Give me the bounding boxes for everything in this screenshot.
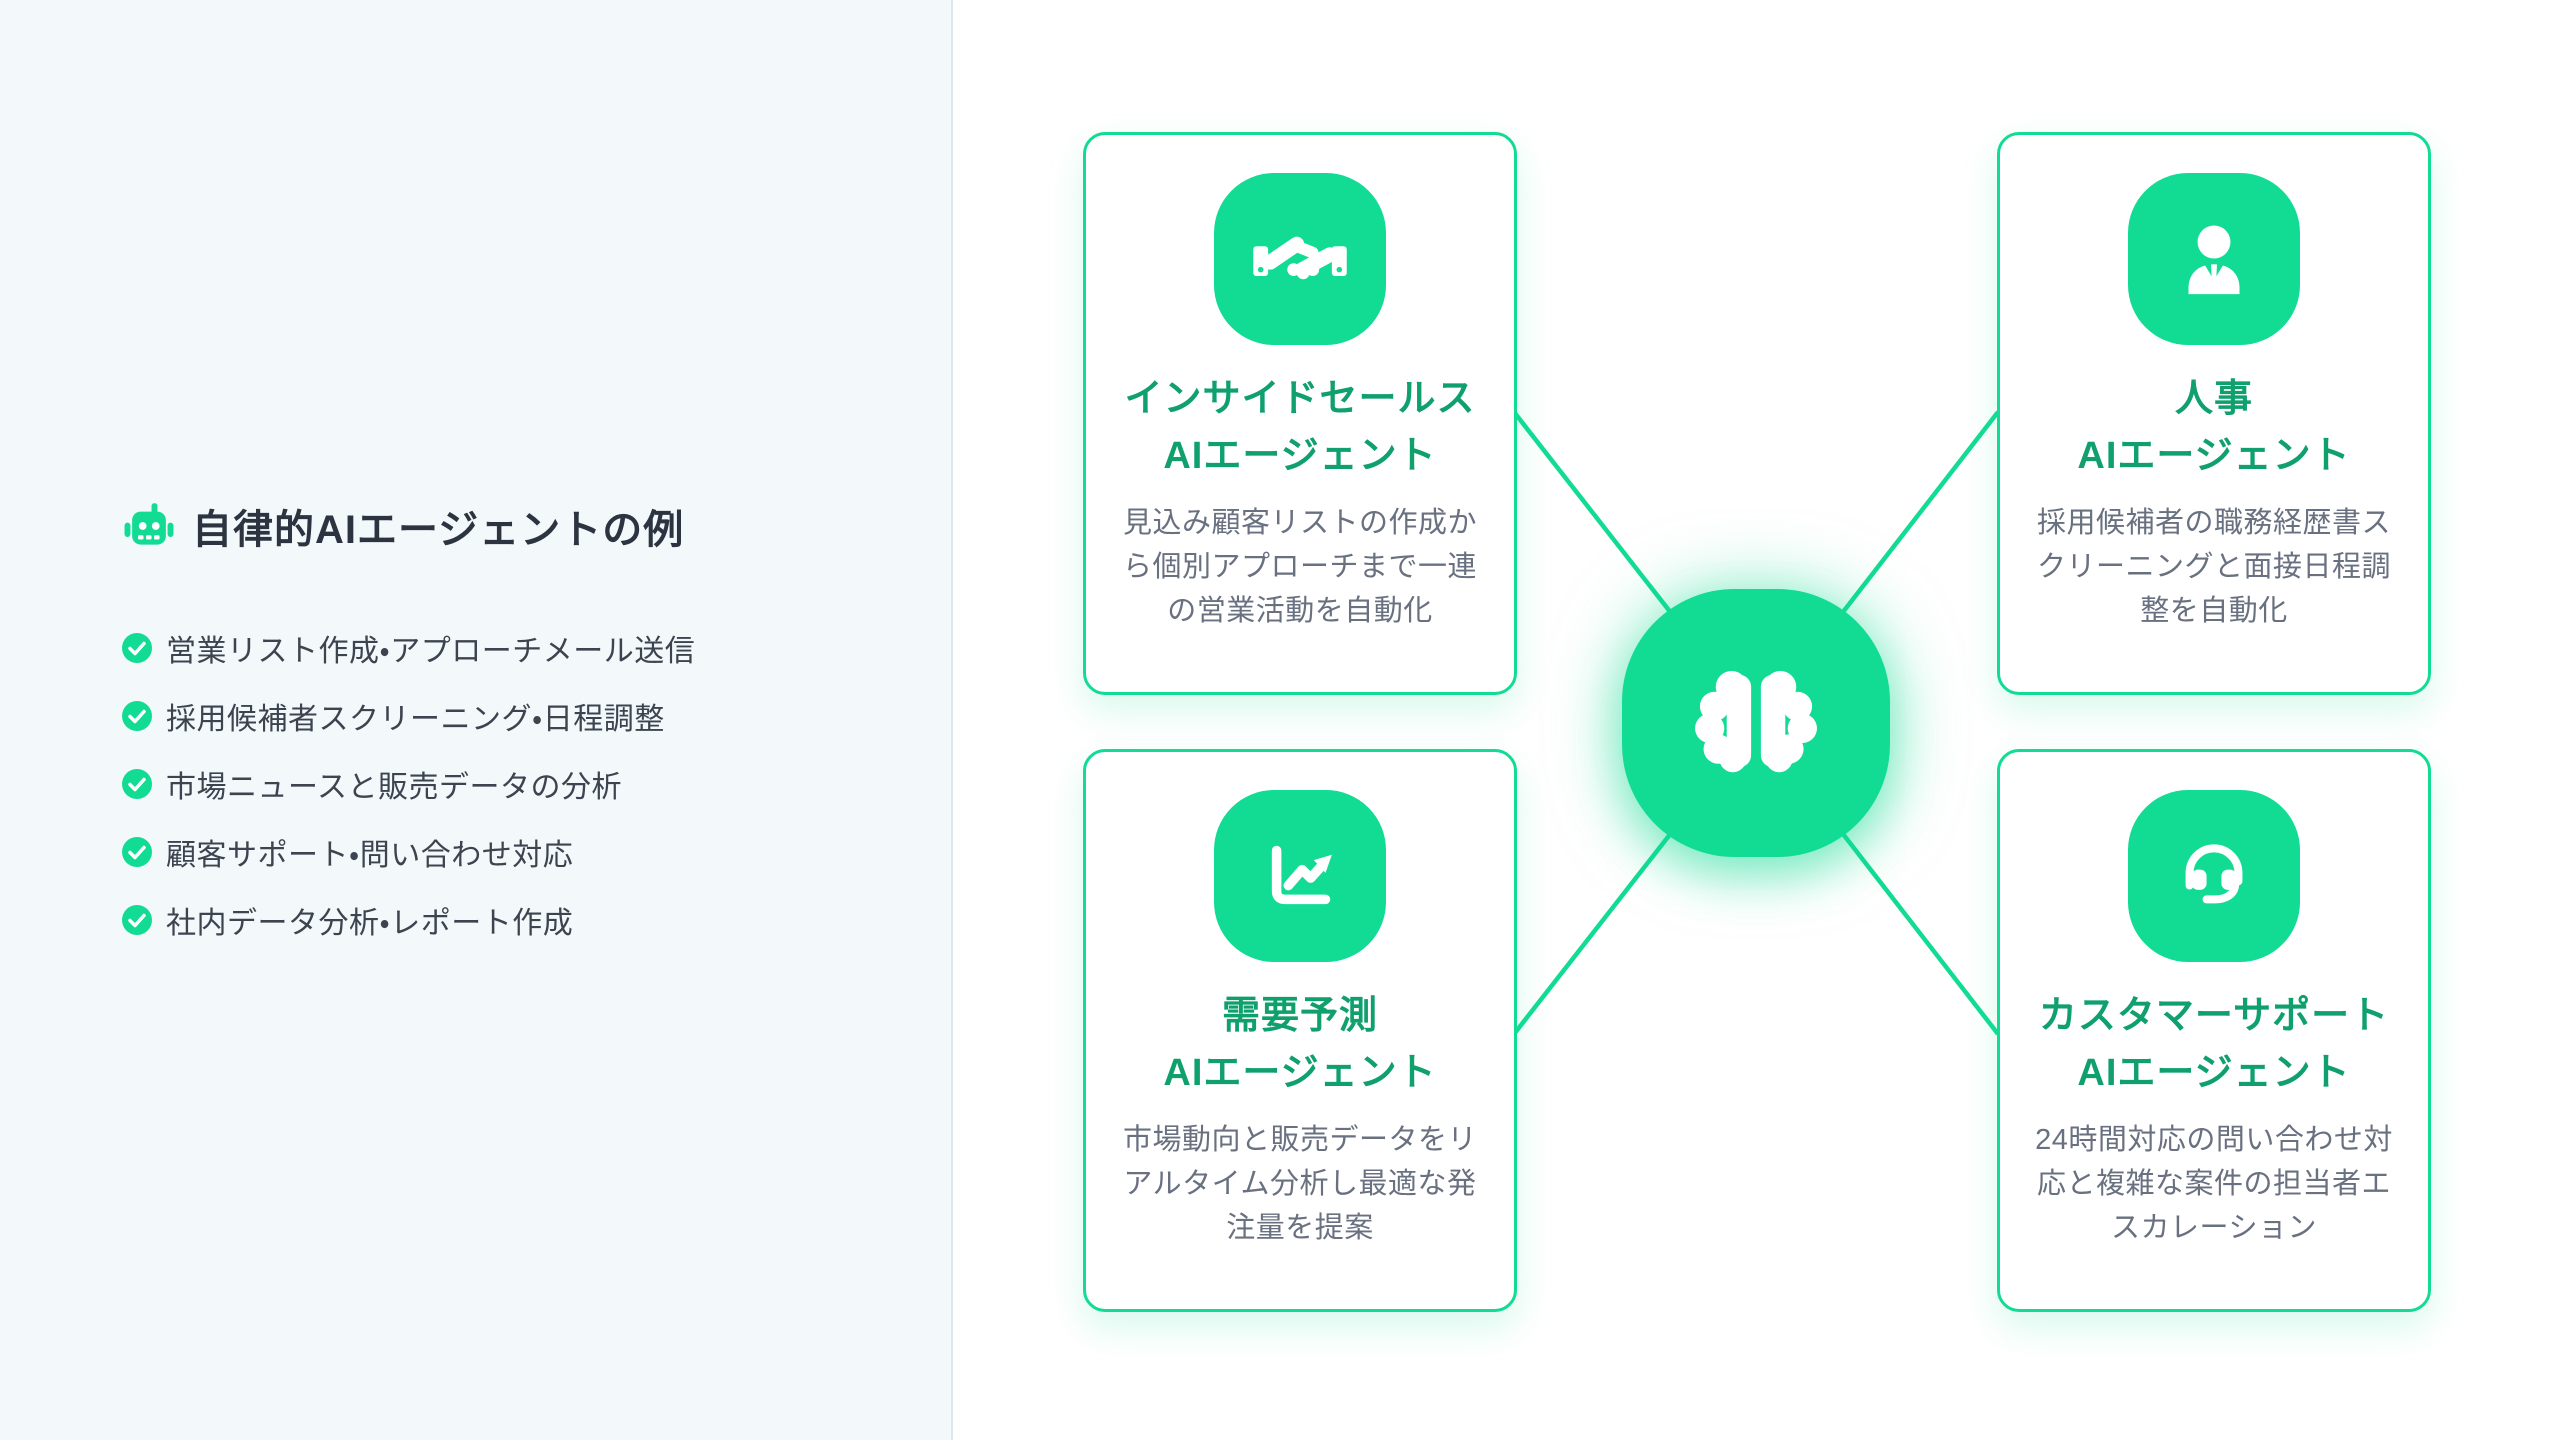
card-title-line2: AIエージェント bbox=[2077, 1052, 2351, 1094]
check-circle-icon bbox=[121, 836, 153, 868]
card-title: インサイドセールス AIエージェント bbox=[1124, 371, 1475, 485]
list-item-label: 営業リスト作成・アプローチメール送信 bbox=[166, 635, 696, 668]
check-circle-icon bbox=[121, 904, 153, 936]
list-item: 顧客サポート・問い合わせ対応 bbox=[121, 832, 695, 872]
check-circle-icon bbox=[121, 632, 153, 664]
list-item: 市場ニュースと販売データの分析 bbox=[121, 764, 695, 804]
list-item-label: 顧客サポート・問い合わせ対応 bbox=[166, 839, 574, 872]
diagram: インサイドセールス AIエージェント 見込み顧客リストの作成から個別アプローチま… bbox=[955, 0, 2560, 1440]
handshake-icon bbox=[1214, 173, 1386, 345]
card-title-line1: 人事 bbox=[2174, 378, 2253, 420]
card-title: 需要予測 AIエージェント bbox=[1163, 988, 1436, 1102]
sidebar-title: 自律的AIエージェントの例 bbox=[192, 508, 685, 552]
card-title-line2: AIエージェント bbox=[1163, 1052, 1437, 1094]
headset-icon bbox=[2128, 790, 2300, 962]
card-title: 人事 AIエージェント bbox=[2077, 371, 2350, 485]
card-description: 市場動向と販売データをリアルタイム分析し最適な発注量を提案 bbox=[1122, 1124, 1477, 1244]
card-description: 見込み顧客リストの作成から個別アプローチまで一連の営業活動を自動化 bbox=[1122, 507, 1477, 627]
checklist: 営業リスト作成・アプローチメール送信 採用候補者スクリーニング・日程調整 市場ニ… bbox=[121, 628, 695, 968]
card-title-line1: インサイドセールス bbox=[1124, 378, 1476, 420]
check-circle-icon bbox=[121, 768, 153, 800]
card-customer-support: カスタマーサポート AIエージェント 24時間対応の問い合わせ対応と複雑な案件の… bbox=[1997, 749, 2431, 1312]
list-item-label: 市場ニュースと販売データの分析 bbox=[166, 771, 622, 804]
sidebar-title-row: 自律的AIエージェントの例 bbox=[120, 498, 684, 554]
check-circle-icon bbox=[121, 700, 153, 732]
card-demand-forecast: 需要予測 AIエージェント 市場動向と販売データをリアルタイム分析し最適な発注量… bbox=[1083, 749, 1517, 1312]
list-item: 採用候補者スクリーニング・日程調整 bbox=[121, 696, 695, 736]
card-title-line1: 需要予測 bbox=[1221, 995, 1378, 1037]
card-description: 24時間対応の問い合わせ対応と複雑な案件の担当者エスカレーション bbox=[2035, 1124, 2393, 1244]
robot-icon bbox=[120, 499, 178, 553]
card-title-line1: カスタマーサポート bbox=[2038, 995, 2390, 1037]
card-title-line2: AIエージェント bbox=[2077, 435, 2351, 477]
card-hr: 人事 AIエージェント 採用候補者の職務経歴書スクリーニングと面接日程調整を自動… bbox=[1997, 132, 2431, 695]
sidebar: 自律的AIエージェントの例 営業リスト作成・アプローチメール送信 採用候補者スク… bbox=[0, 0, 953, 1440]
list-item-label: 採用候補者スクリーニング・日程調整 bbox=[166, 703, 665, 736]
card-title-line2: AIエージェント bbox=[1163, 435, 1437, 477]
card-description: 採用候補者の職務経歴書スクリーニングと面接日程調整を自動化 bbox=[2036, 507, 2391, 627]
card-title: カスタマーサポート AIエージェント bbox=[2039, 988, 2389, 1102]
card-inside-sales: インサイドセールス AIエージェント 見込み顧客リストの作成から個別アプローチま… bbox=[1083, 132, 1517, 695]
list-item: 営業リスト作成・アプローチメール送信 bbox=[121, 628, 695, 668]
brain-icon bbox=[1694, 660, 1818, 787]
list-item: 社内データ分析・レポート作成 bbox=[121, 900, 695, 940]
list-item-label: 社内データ分析・レポート作成 bbox=[166, 907, 574, 940]
chart-icon bbox=[1214, 790, 1386, 962]
ai-hub bbox=[1622, 589, 1890, 857]
person-icon bbox=[2128, 173, 2300, 345]
